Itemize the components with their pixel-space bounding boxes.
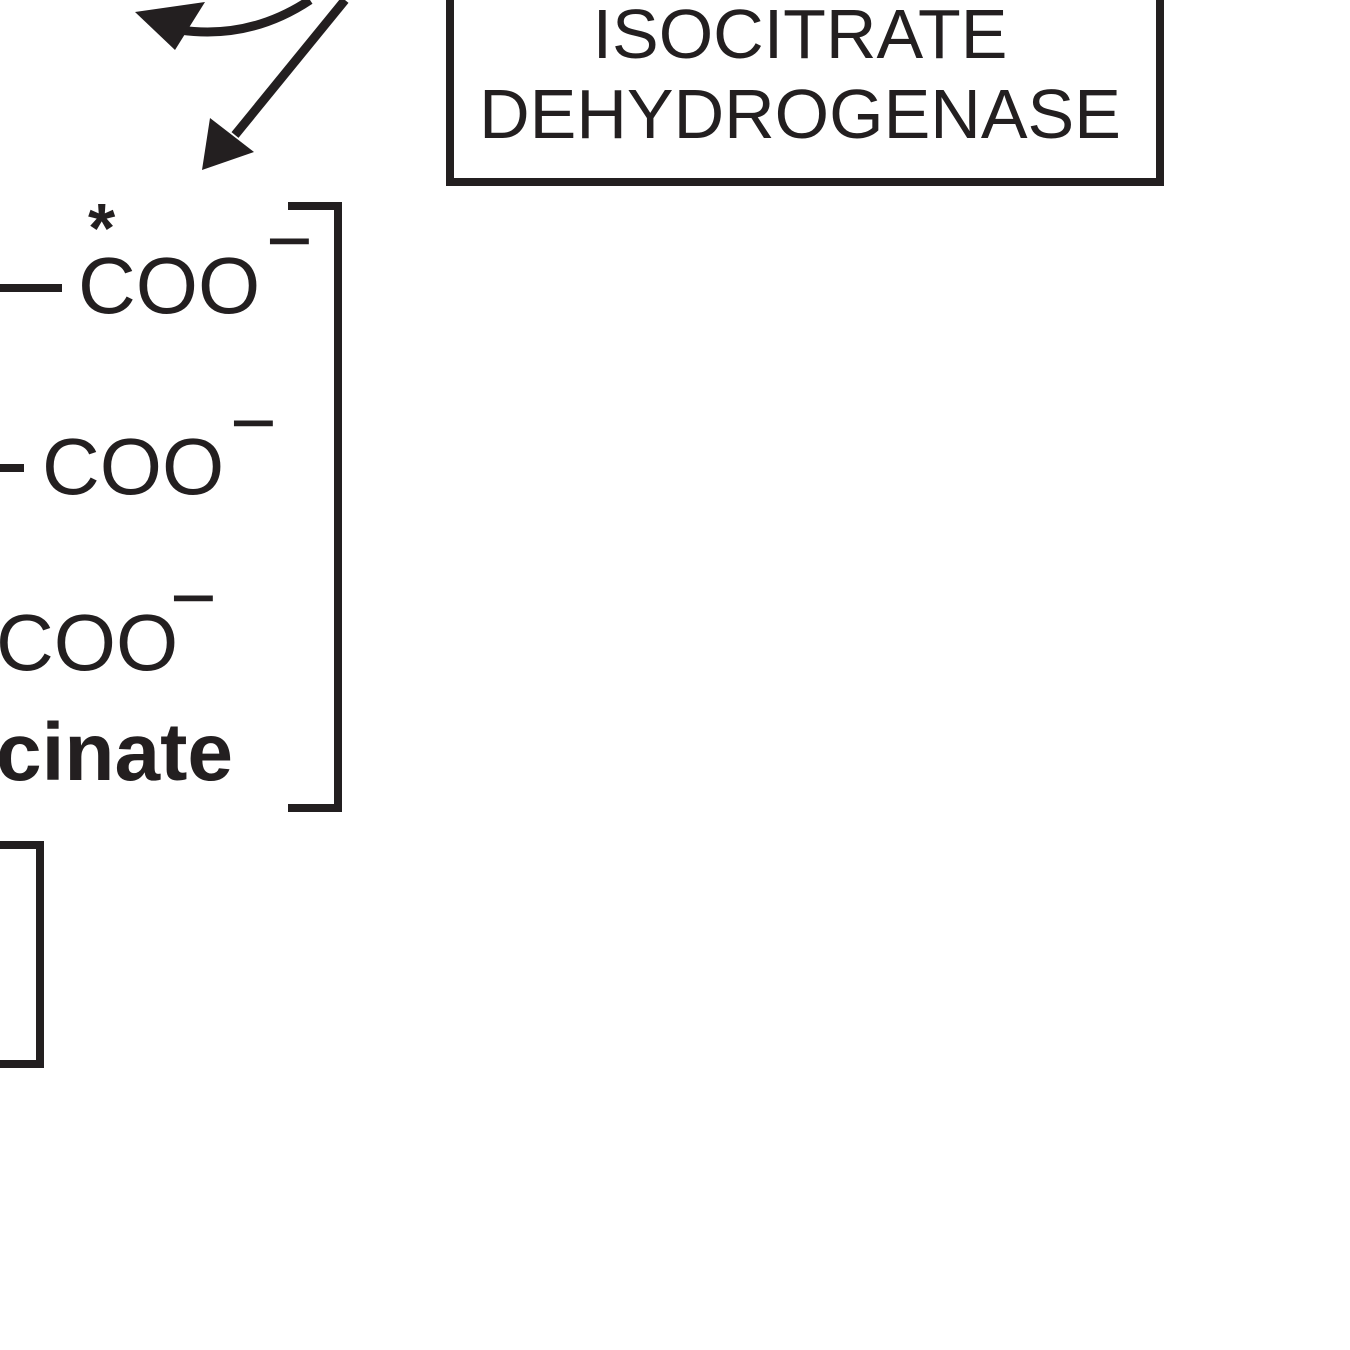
molecule-name: cinate [0,707,233,798]
enzyme-box: ISOCITRATE DEHYDROGENASE [446,0,1164,186]
charge-row-3: − [170,553,217,642]
molecule-row-2: COO − [0,378,277,511]
enzyme-name-line2: DEHYDROGENASE [479,75,1121,153]
molecule-row-1: * COO − [0,189,313,330]
carboxylate-group-2: COO [42,422,224,511]
molecule-row-3: COO − [0,553,217,687]
charge-row-2: − [230,378,277,467]
straight-reaction-arrow [202,0,349,170]
carboxylate-group-3: COO [0,598,178,687]
curved-reaction-arrow [135,0,313,50]
charge-row-1: − [266,196,313,285]
label-marker-asterisk: * [88,189,116,267]
enzyme-name-line1: ISOCITRATE [593,0,1008,73]
lower-bracket [0,841,44,1068]
molecule-bracket [288,202,342,812]
carboxylate-group-1: COO [78,241,260,330]
